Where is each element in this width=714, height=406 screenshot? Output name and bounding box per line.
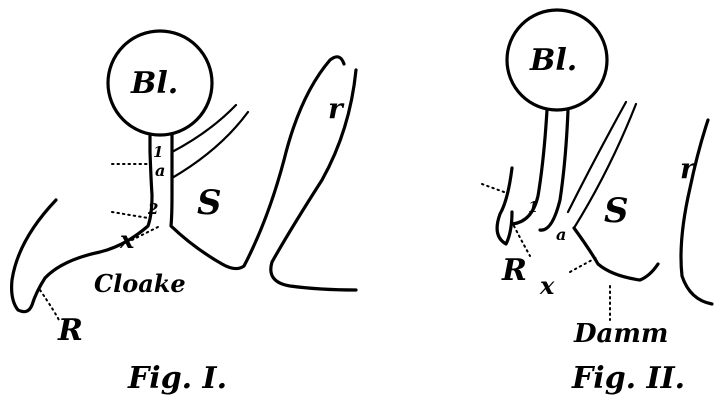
label-S-fig1: S <box>197 183 222 223</box>
leader-left-fig2 <box>481 183 505 193</box>
label-x-fig1: x <box>119 225 135 254</box>
caption-fig2: Fig. II. <box>571 361 685 396</box>
label-damm-fig2: Damm <box>573 319 668 349</box>
label-bladder-fig2: Bl. <box>529 43 577 78</box>
label-1-fig1: 1 <box>153 143 163 161</box>
label-a-fig2: a <box>556 225 566 244</box>
leader-2-fig1 <box>111 211 149 219</box>
bladder-outline-fig1 <box>106 29 214 137</box>
canal-left-wall-fig2 <box>510 108 549 226</box>
bladder-outline-fig2 <box>505 8 609 112</box>
label-R-fig2: R <box>501 253 527 288</box>
leader-R-fig1 <box>39 289 61 323</box>
rectum-stub-fig2 <box>495 166 514 246</box>
label-1-fig2: 1 <box>528 198 538 216</box>
duct-outer-fig1 <box>170 110 250 180</box>
label-x-fig2: x <box>539 271 555 300</box>
caption-fig1: Fig. I. <box>127 361 227 396</box>
label-r-fig1: r <box>328 92 345 125</box>
canal-right-wall-fig2 <box>538 108 570 232</box>
canal-right-wall-fig1 <box>169 55 346 271</box>
leader-x-fig2 <box>569 257 597 273</box>
fig-2: Bl. 1 a S r R x Damm Fig. II. <box>481 8 714 396</box>
duct-outer-fig2 <box>572 102 638 230</box>
rectum-wall-fig2 <box>679 118 714 306</box>
label-R-fig1: R <box>57 313 83 348</box>
label-bladder-fig1: Bl. <box>130 66 178 101</box>
duct-inner-fig1 <box>170 103 238 154</box>
label-a-fig1: a <box>155 161 165 180</box>
fig-1: Bl. 1 a 2 x S r Cloake R Fig. I. <box>10 29 358 396</box>
perineum-wall-fig2 <box>572 226 660 282</box>
leader-R-fig2 <box>513 225 531 257</box>
label-2-fig1: 2 <box>147 200 158 218</box>
label-S-fig2: S <box>604 191 629 231</box>
rectum-wall-fig1 <box>269 68 358 292</box>
leader-x-fig1 <box>131 225 161 241</box>
label-cloaca-fig1: Cloake <box>94 269 186 298</box>
label-r-fig2: r <box>680 152 697 185</box>
canal-left-wall-fig1 <box>10 132 154 314</box>
duct-inner-fig2 <box>566 100 628 214</box>
